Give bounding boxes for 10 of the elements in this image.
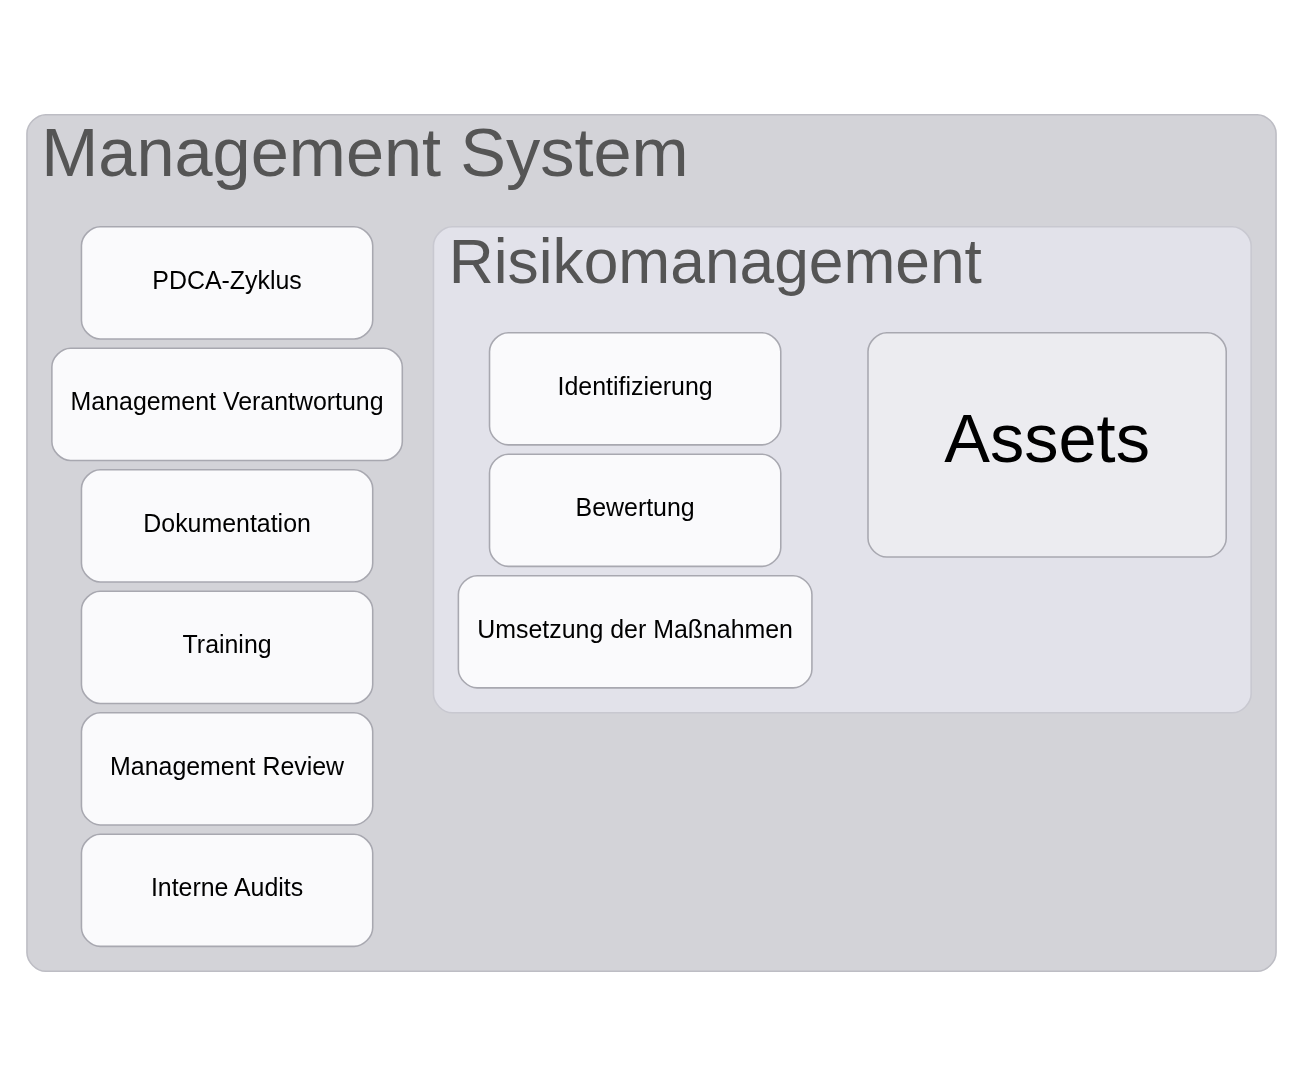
node-box: Umsetzung der Maßnahmen: [457, 574, 813, 689]
node-box: Management Review: [80, 712, 374, 826]
node-box: Dokumentation: [80, 469, 374, 583]
node-box: Interne Audits: [80, 833, 374, 948]
node-box: Identifizierung: [488, 331, 782, 446]
node-box: Training: [80, 590, 374, 705]
node-box: Bewertung: [488, 453, 782, 568]
node-box: PDCA-Zyklus: [80, 226, 374, 340]
node-box: Assets: [867, 331, 1227, 558]
node-box: Management Verantwortung: [51, 347, 404, 462]
